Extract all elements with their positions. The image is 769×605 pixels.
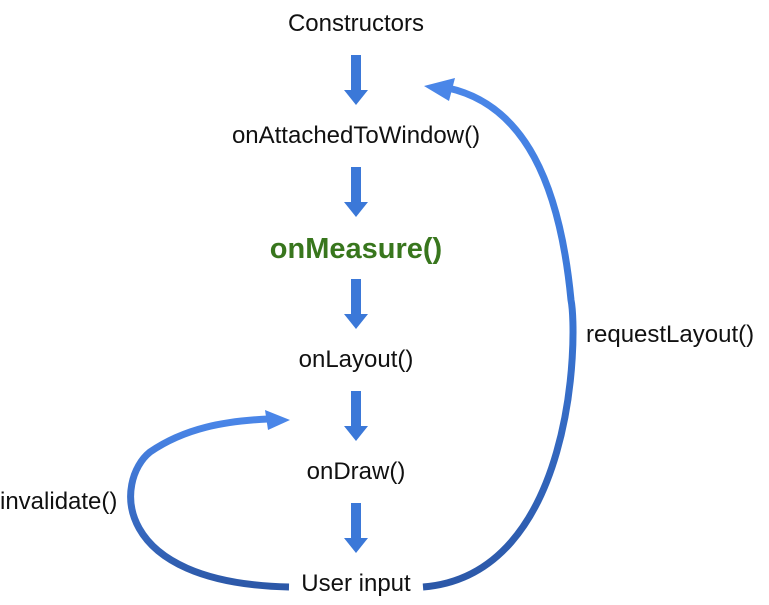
- step-on-layout: onLayout(): [298, 346, 414, 373]
- down-arrow-1: [344, 55, 368, 105]
- down-arrow-2: [344, 167, 368, 217]
- invalidate-loop-arrow: [127, 410, 290, 591]
- down-arrow-5: [344, 503, 368, 553]
- down-arrow-4: [344, 391, 368, 441]
- step-user-input: User input: [301, 570, 411, 597]
- invalidate-label: invalidate(): [0, 488, 118, 515]
- request-layout-loop-arrow: [422, 78, 577, 591]
- down-arrow-3: [344, 279, 368, 329]
- step-constructors: Constructors: [287, 10, 425, 37]
- step-on-measure: onMeasure(): [269, 233, 443, 265]
- request-layout-label: requestLayout(): [586, 321, 755, 348]
- step-on-attached-to-window: onAttachedToWindow(): [231, 122, 481, 149]
- step-on-draw: onDraw(): [306, 458, 406, 485]
